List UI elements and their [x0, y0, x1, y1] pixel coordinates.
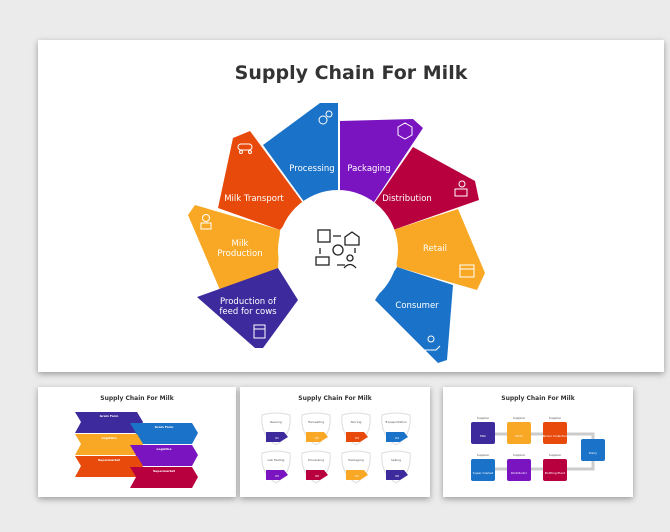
farmer-icon	[200, 214, 212, 230]
chevron-card	[75, 434, 143, 455]
petal-label-milk-production-2: Production	[217, 249, 262, 259]
petal-label-milk-transport: Milk Transport	[224, 194, 284, 204]
step-number: 04	[395, 436, 399, 440]
store-icon	[459, 264, 475, 278]
chevron-label: Supermarket	[153, 469, 176, 473]
step-badge	[266, 470, 288, 480]
process-box	[581, 439, 605, 461]
petal-label-consumer: Consumer	[395, 301, 439, 311]
petal-label-packaging: Packaging	[347, 164, 390, 174]
step-badge	[386, 470, 408, 480]
process-box	[471, 459, 495, 481]
step-number: 01	[275, 436, 279, 440]
step-badge	[346, 470, 368, 480]
petal-label-processing: Processing	[289, 164, 334, 174]
process-label: Bottling Plant	[545, 471, 566, 475]
step-label: Transportation	[384, 420, 407, 424]
step-label: Rearing	[270, 420, 282, 424]
step-label: Processing	[308, 458, 324, 462]
petal-label-distribution: Distribution	[382, 194, 432, 204]
process-label: Super market	[473, 471, 494, 475]
step-label: Harvesting	[308, 420, 324, 424]
thumb2-diagram: Rearing 01 Harvesting 02 Storing 03 Transporta…	[261, 412, 411, 484]
chevron-card	[130, 467, 198, 488]
step-number: 07	[355, 474, 359, 478]
thumb2-title: Supply Chain For Milk	[298, 395, 372, 402]
thumb1-title: Supply Chain For Milk	[100, 395, 174, 402]
step-number: 06	[315, 474, 319, 478]
petal-diagram: Processing Packaging Distribution Retail…	[188, 103, 485, 363]
step-number: 05	[275, 474, 279, 478]
supplier-label: Supplier	[549, 416, 562, 420]
chevron-label: Logistics	[102, 436, 117, 440]
hand-person-icon	[424, 335, 441, 351]
flow-connector	[483, 432, 595, 471]
tanker-truck-icon	[237, 143, 253, 154]
petal-processing	[263, 103, 338, 203]
step-label: Selling	[391, 458, 401, 462]
step-number: 03	[355, 436, 359, 440]
petal-label-feed-2: feed for cows	[219, 307, 277, 317]
step-badge	[266, 432, 288, 442]
supplier-label: Supplier	[513, 453, 526, 457]
petal-retail	[393, 209, 485, 290]
step-badge	[306, 432, 328, 442]
petal-packaging	[340, 119, 423, 205]
process-label: Distributor	[511, 471, 528, 475]
supplier-label: Supplier	[477, 453, 490, 457]
supply-chain-cycle-icon	[315, 229, 360, 269]
step-badge	[306, 470, 328, 480]
thumbnail-slide-2[interactable]: Supply Chain For Milk Rearing 01 Harvestin…	[240, 387, 430, 497]
thumb3-title: Supply Chain For Milk	[501, 395, 575, 402]
process-label: Dairy	[589, 451, 597, 455]
delivery-person-icon	[454, 180, 468, 197]
petal-label-milk-production-1: Milk	[232, 239, 249, 249]
supplier-label: Supplier	[513, 416, 526, 420]
box-icon	[397, 122, 413, 140]
step-label: Lab Testing	[268, 458, 285, 462]
process-box	[543, 459, 567, 481]
center-circle	[278, 190, 398, 310]
step-label: Storing	[351, 420, 362, 424]
chevron-label: Grain Farm	[100, 414, 119, 418]
petal-distribution	[373, 147, 479, 230]
step-number: 02	[315, 436, 319, 440]
step-number: 08	[395, 474, 399, 478]
supplier-label: Supplier	[477, 416, 490, 420]
step-label: Packaging	[348, 458, 363, 462]
supplier-label: Supplier	[549, 453, 562, 457]
chevron-card	[75, 456, 143, 477]
chevron-label: Logistics	[157, 447, 172, 451]
chevron-label: Supermarket	[98, 458, 121, 462]
petal-milk-transport	[218, 131, 303, 230]
chevron-card	[130, 423, 198, 444]
petal-label-feed-1: Production of	[220, 297, 277, 307]
process-box	[543, 422, 567, 444]
process-box	[471, 422, 495, 444]
process-box	[507, 422, 531, 444]
chevron-card	[130, 445, 198, 466]
chevron-card	[75, 412, 143, 433]
gears-icon	[318, 110, 333, 125]
main-slide[interactable]: Supply Chain For Milk Processing Packagi…	[38, 40, 664, 372]
feed-bag-icon	[253, 324, 266, 339]
process-label: Farm	[515, 434, 522, 438]
slide-title: Supply Chain For Milk	[234, 62, 468, 84]
process-box	[507, 459, 531, 481]
process-label: Milk	[480, 434, 486, 438]
process-label: Tanker Collection	[541, 434, 568, 438]
chevron-label: Grain Farm	[155, 425, 174, 429]
petal-feed-production	[197, 268, 298, 348]
petal-label-retail: Retail	[423, 244, 447, 254]
step-badge	[346, 432, 368, 442]
step-badge	[386, 432, 408, 442]
